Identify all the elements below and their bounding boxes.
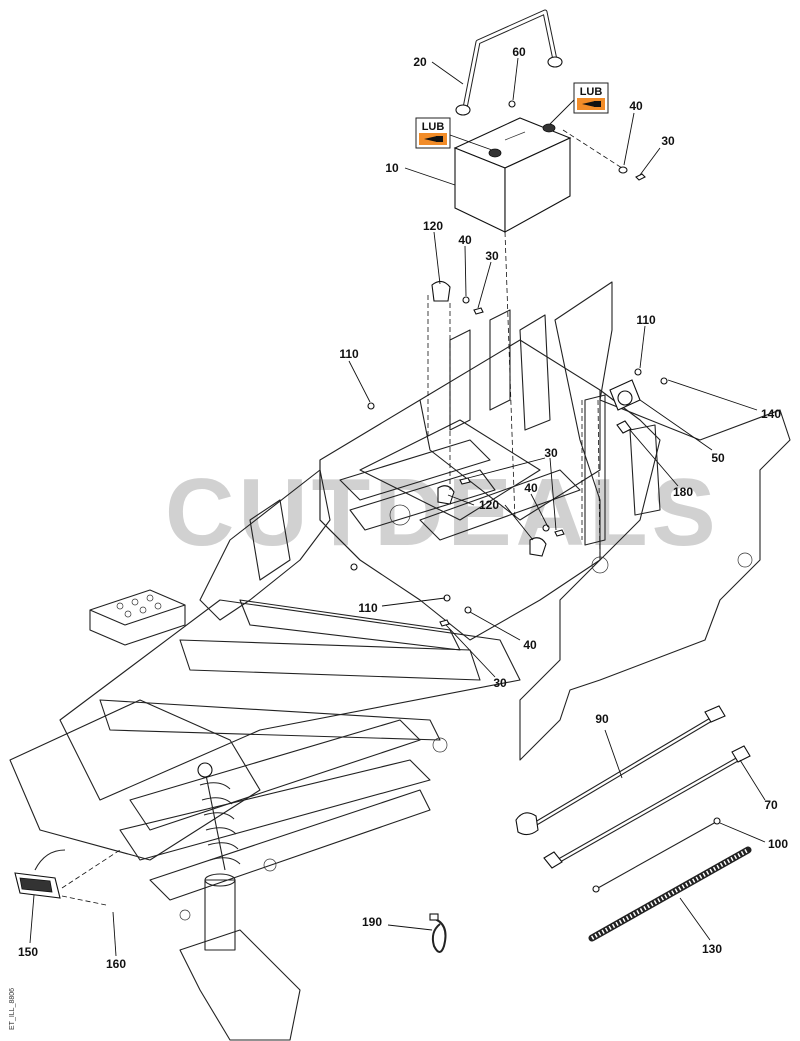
callout-130: 130 bbox=[702, 942, 722, 956]
conduit[interactable] bbox=[588, 846, 752, 942]
callout-40: 40 bbox=[523, 638, 537, 652]
callout-120: 120 bbox=[479, 498, 499, 512]
callout-70: 70 bbox=[764, 798, 778, 812]
callout-150: 150 bbox=[18, 945, 38, 959]
solenoid[interactable] bbox=[609, 377, 668, 434]
callout-30: 30 bbox=[485, 249, 499, 263]
hold-down-bar[interactable] bbox=[455, 9, 563, 116]
callout-110: 110 bbox=[636, 313, 656, 327]
figure-id: ET_ILL_8806 bbox=[9, 988, 16, 1030]
callout-30: 30 bbox=[493, 676, 507, 690]
callout-120: 120 bbox=[423, 219, 443, 233]
svg-text:LUB: LUB bbox=[580, 86, 603, 98]
lub-label-left: LUB bbox=[415, 117, 493, 151]
callout-90: 90 bbox=[595, 712, 609, 726]
callout-30: 30 bbox=[661, 134, 675, 148]
callout-140: 140 bbox=[761, 407, 781, 421]
leader-lines bbox=[29, 57, 766, 957]
assembly-guides bbox=[61, 129, 623, 906]
callout-40: 40 bbox=[524, 481, 538, 495]
callout-100: 100 bbox=[768, 837, 788, 851]
chassis-frame bbox=[9, 281, 791, 1041]
center-hardware bbox=[350, 477, 565, 627]
callout-numbers: 20 60 40 30 10 120 40 30 110 110 140 50 … bbox=[18, 45, 788, 971]
callout-30: 30 bbox=[544, 446, 558, 460]
callout-50: 50 bbox=[711, 451, 725, 465]
lub-label-right: LUB bbox=[549, 82, 609, 125]
callout-160: 160 bbox=[106, 957, 126, 971]
callout-40: 40 bbox=[458, 233, 472, 247]
shock-absorber bbox=[197, 762, 241, 871]
svg-text:LUB: LUB bbox=[422, 121, 445, 133]
battery-cables[interactable] bbox=[515, 705, 751, 893]
light-assembly[interactable] bbox=[14, 849, 66, 899]
battery-hardware bbox=[367, 100, 646, 410]
battery[interactable] bbox=[453, 117, 572, 233]
callout-60: 60 bbox=[512, 45, 526, 59]
callout-190: 190 bbox=[362, 915, 382, 929]
callout-10: 10 bbox=[385, 161, 399, 175]
callout-40: 40 bbox=[629, 99, 643, 113]
callout-20: 20 bbox=[413, 55, 427, 69]
callout-110: 110 bbox=[358, 601, 378, 615]
cable-tie[interactable] bbox=[429, 913, 447, 953]
callout-110: 110 bbox=[339, 347, 359, 361]
callout-180: 180 bbox=[673, 485, 693, 499]
